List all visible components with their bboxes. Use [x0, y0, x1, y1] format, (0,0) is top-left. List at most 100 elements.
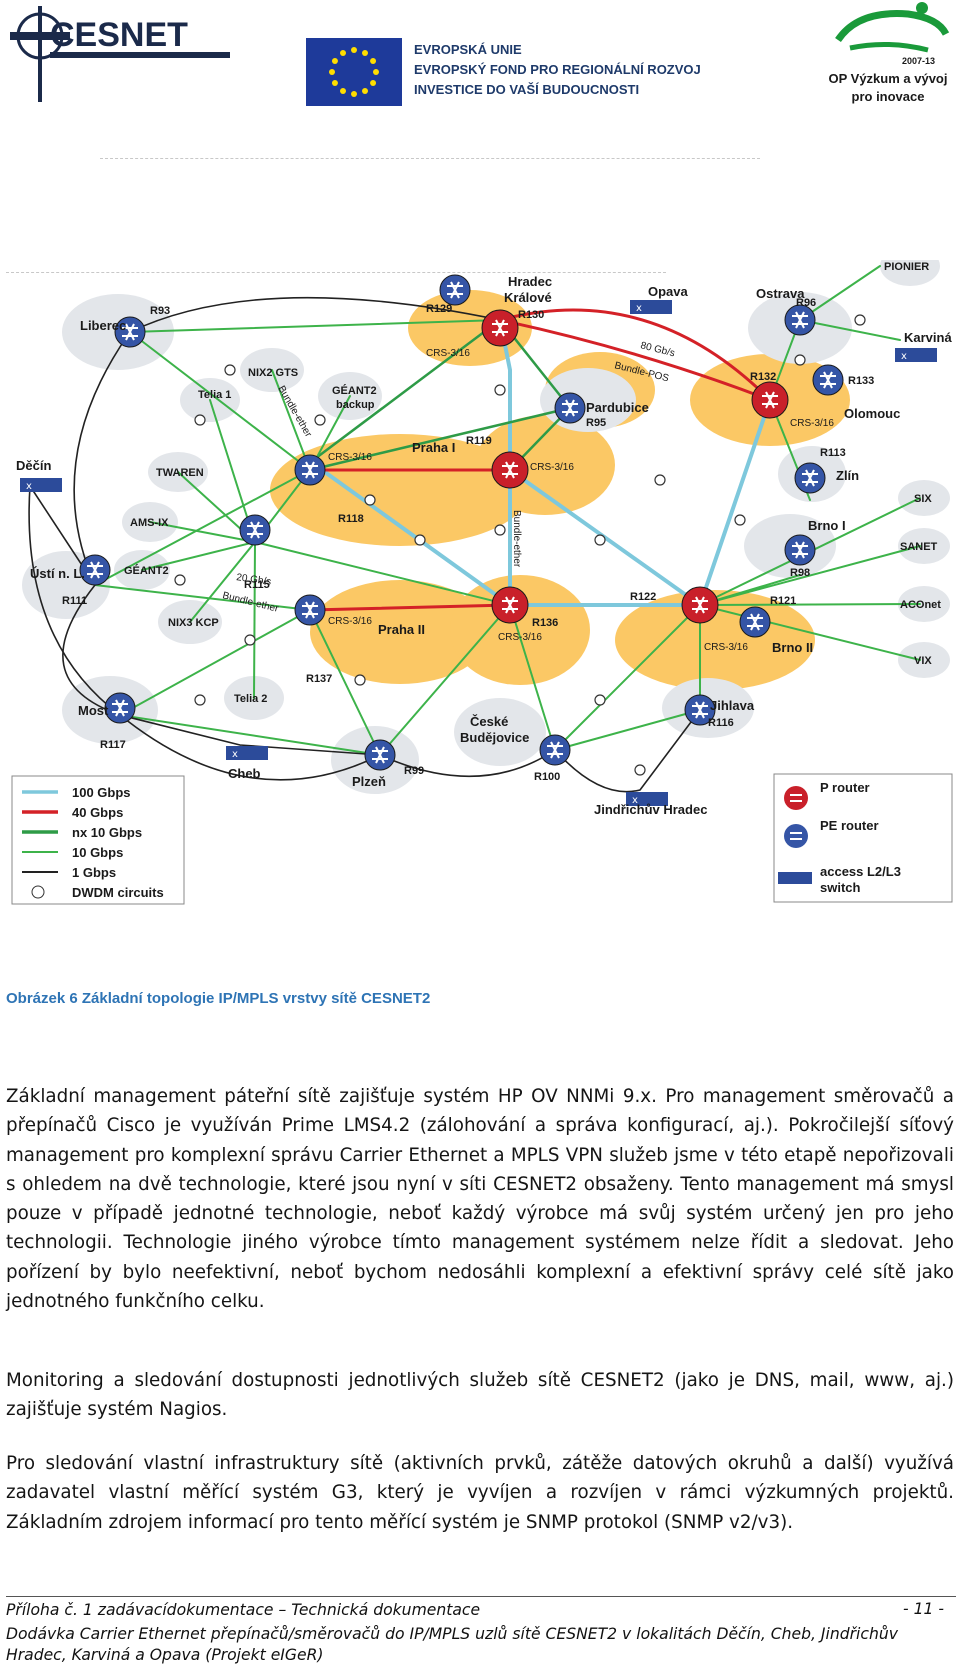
link-label-crs-6: CRS-3/16 — [704, 642, 748, 653]
router-label-r113: R113 — [820, 447, 846, 459]
legend-link-label: nx 10 Gbps — [72, 825, 142, 840]
p-router-icon — [784, 786, 808, 810]
pe-router-icon — [684, 694, 716, 726]
op-line-2: pro inovace — [851, 89, 925, 104]
city-karvina: Karviná — [904, 330, 952, 345]
peer-nix3kcp: NIX3 KCP — [168, 617, 219, 629]
city-zlin: Zlín — [836, 468, 859, 483]
eu-star-icon — [351, 47, 357, 53]
router-label-r130: R130 — [518, 309, 544, 321]
city-ceske-1: České — [470, 714, 508, 729]
p-router-icon — [491, 451, 529, 489]
router-label-r136: R136 — [532, 617, 558, 629]
city-hradec-1: Hradec — [508, 274, 552, 289]
router-label-r98: R98 — [790, 567, 810, 579]
link-label-crs-2: CRS-3/16 — [530, 462, 574, 473]
link-label-bundle-ether-1: Bundle-ether — [511, 510, 522, 568]
eu-line-3: INVESTICE DO VAŠÍ BUDOUCNOSTI — [414, 82, 640, 97]
router-label-r96: R96 — [796, 297, 816, 309]
city-decin: Děčín — [16, 458, 51, 473]
svg-text:x: x — [901, 351, 907, 362]
legend-dwdm-marker — [31, 885, 45, 899]
routers — [79, 274, 844, 771]
eu-star-icon — [370, 58, 377, 64]
link-label-crs-4: CRS-3/16 — [328, 616, 372, 627]
router-label-r93: R93 — [150, 305, 170, 317]
city-usti: Ústí n. L. — [30, 566, 85, 581]
footer-attachment: Příloha č. 1 zadávacídokumentace – Techn… — [6, 1601, 481, 1619]
switches: x x x x x — [20, 300, 937, 806]
pe-router-icon — [79, 554, 111, 586]
peer-sanet: SANET — [900, 541, 938, 553]
router-label-r117: R117 — [100, 739, 126, 751]
city-liberec: Liberec — [80, 318, 126, 333]
switch-icon — [778, 872, 812, 884]
city-jindrichuv-hradec: Jindřichův Hradec — [594, 802, 707, 817]
city-brno-1: Brno I — [808, 518, 846, 533]
peer-labels: Telia 1 NIX2 GTS GÉANT2 backup TWAREN AM… — [124, 261, 941, 705]
pe-router-icon — [104, 692, 136, 724]
peer-pionier: PIONIER — [884, 261, 929, 273]
router-label-r132: R132 — [750, 371, 776, 383]
city-praha-2: Praha II — [378, 622, 425, 637]
eu-star-icon — [362, 49, 368, 56]
figure-top-divider — [6, 272, 666, 273]
router-label-r133: R133 — [848, 375, 874, 387]
link-label-crs-1: CRS-3/16 — [328, 452, 372, 463]
legend-switch-1: access L2/L3 — [820, 864, 901, 879]
router-label-r119: R119 — [466, 435, 492, 447]
eu-star-icon — [329, 69, 335, 75]
p-router-icon — [751, 381, 789, 419]
eu-star-icon — [351, 91, 357, 97]
peer-amsix: AMS-IX — [130, 517, 169, 529]
paragraph-management: Základní management páteřní sítě zajišťu… — [6, 1086, 954, 1313]
peer-geant2backup-1: GÉANT2 — [332, 384, 377, 397]
pe-router-icon — [239, 514, 271, 546]
legend-link-label: 100 Gbps — [72, 785, 131, 800]
svg-text:x: x — [636, 303, 642, 314]
router-label-r129: R129 — [426, 303, 452, 315]
op-vavpi-logo: 2007-13 OP Výzkum a vývoj pro inovace — [818, 0, 958, 112]
pe-router-icon — [784, 304, 816, 336]
city-brno-2: Brno II — [772, 640, 813, 655]
pe-router-icon — [812, 364, 844, 396]
link-label-20gbs: 20 Gb/s — [236, 572, 272, 588]
city-praha-1: Praha I — [412, 440, 455, 455]
paragraph-monitoring: Monitoring a sledování dostupnosti jedno… — [6, 1370, 954, 1421]
city-olomouc: Olomouc — [844, 406, 900, 421]
peer-geant2: GÉANT2 — [124, 564, 169, 577]
router-label-r118: R118 — [338, 513, 364, 525]
pe-router-icon — [739, 606, 771, 638]
eu-flag-icon — [306, 38, 402, 106]
footer-description: Dodávka Carrier Ethernet přepínačů/směro… — [6, 1625, 898, 1664]
pe-router-icon — [364, 739, 396, 771]
city-pardubice: Pardubice — [586, 400, 649, 415]
pe-router-icon — [294, 454, 326, 486]
dwdm-markers — [174, 314, 866, 776]
cesnet-logo: CESNET — [10, 6, 230, 102]
pe-router-icon — [539, 734, 571, 766]
city-ceske-2: Budějovice — [460, 730, 529, 745]
router-label-r122: R122 — [630, 591, 656, 603]
footer-divider — [6, 1596, 956, 1597]
pe-router-icon — [784, 824, 808, 848]
peer-vix: VIX — [914, 655, 932, 667]
peer-geant2backup-2: backup — [336, 399, 375, 411]
router-label-r100: R100 — [534, 771, 560, 783]
link-label-crs-3: CRS-3/16 — [426, 348, 470, 359]
router-labels: R93 R111 R117 R115 R118 R137 R119 R136 R… — [62, 297, 874, 783]
pe-router-icon — [794, 462, 826, 494]
svg-text:x: x — [632, 795, 638, 806]
op-line-1: OP Výzkum a vývoj — [828, 71, 948, 86]
legend-link-label: 40 Gbps — [72, 805, 123, 820]
peer-telia1: Telia 1 — [198, 389, 231, 401]
eu-star-icon — [370, 80, 377, 86]
pe-router-icon — [439, 274, 471, 306]
city-jihlava: Jihlava — [710, 698, 755, 713]
op-years: 2007-13 — [902, 56, 935, 66]
legend-pe-router: PE router — [820, 818, 879, 833]
paragraph-infrastructure: Pro sledování vlastní infrastruktury sít… — [6, 1453, 954, 1533]
figure-caption: Obrázek 6 Základní topologie IP/MPLS vrs… — [6, 990, 431, 1007]
city-cheb: Cheb — [228, 766, 261, 781]
